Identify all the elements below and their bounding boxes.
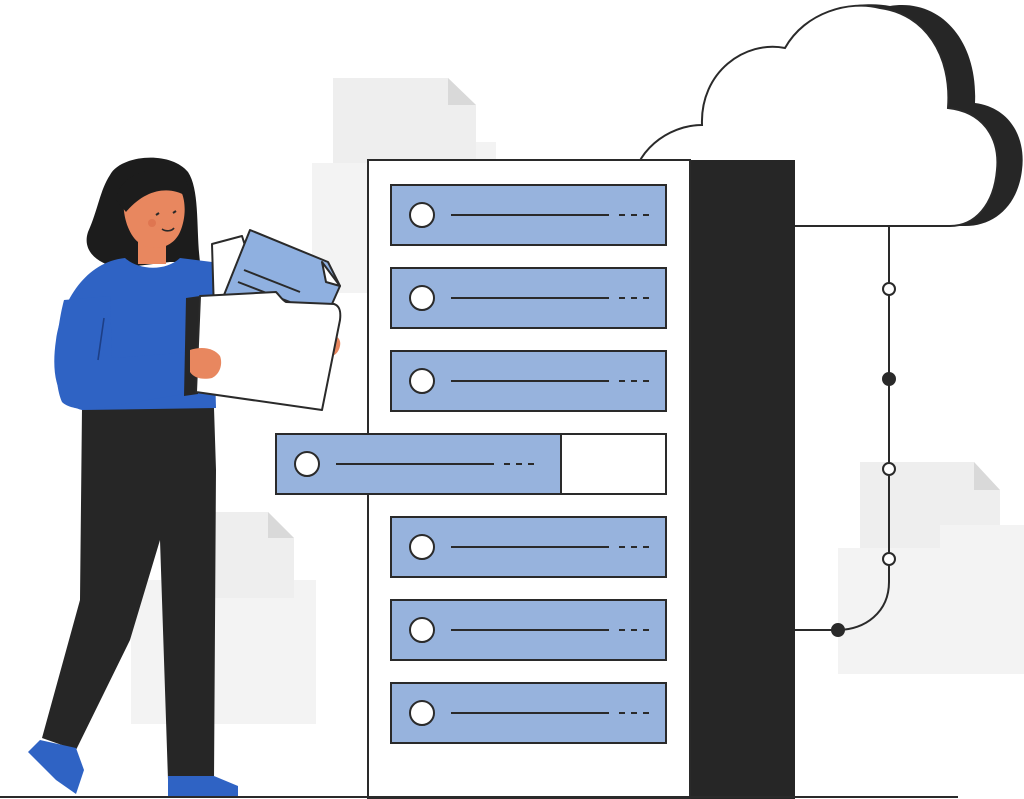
rack-side bbox=[690, 160, 795, 799]
connection-node-1 bbox=[882, 282, 896, 296]
rack-slots bbox=[275, 184, 667, 744]
rack-slot bbox=[390, 184, 667, 246]
connection-node-5 bbox=[831, 623, 845, 637]
rack-slot bbox=[390, 516, 667, 578]
pants bbox=[42, 408, 216, 780]
rack-slot bbox=[390, 267, 667, 329]
server-rack bbox=[275, 159, 795, 799]
arm bbox=[56, 296, 196, 410]
rack-slot bbox=[275, 433, 667, 495]
rack-slot bbox=[390, 682, 667, 744]
folder-front bbox=[195, 291, 342, 411]
connection-line bbox=[795, 226, 896, 637]
slot-indicator-light bbox=[409, 617, 435, 643]
rack-slot bbox=[390, 350, 667, 412]
background-documents bbox=[131, 78, 1024, 724]
connection-node-4 bbox=[882, 552, 896, 566]
slot-indicator-light bbox=[409, 285, 435, 311]
hair-fringe bbox=[116, 169, 188, 212]
slot-indicator-light bbox=[409, 202, 435, 228]
slot-indicator-light bbox=[409, 700, 435, 726]
folder-with-documents bbox=[184, 229, 342, 411]
rack-slot bbox=[390, 599, 667, 661]
slot-indicator-light bbox=[294, 451, 320, 477]
left-shoe bbox=[28, 740, 84, 794]
slot-indicator-light bbox=[409, 368, 435, 394]
ghost-document-left bbox=[131, 512, 316, 724]
connection-node-3 bbox=[882, 462, 896, 476]
slot-indicator-light bbox=[409, 534, 435, 560]
connection-node-2 bbox=[882, 372, 896, 386]
ghost-document-right bbox=[838, 462, 1024, 674]
right-shoe bbox=[168, 776, 238, 796]
